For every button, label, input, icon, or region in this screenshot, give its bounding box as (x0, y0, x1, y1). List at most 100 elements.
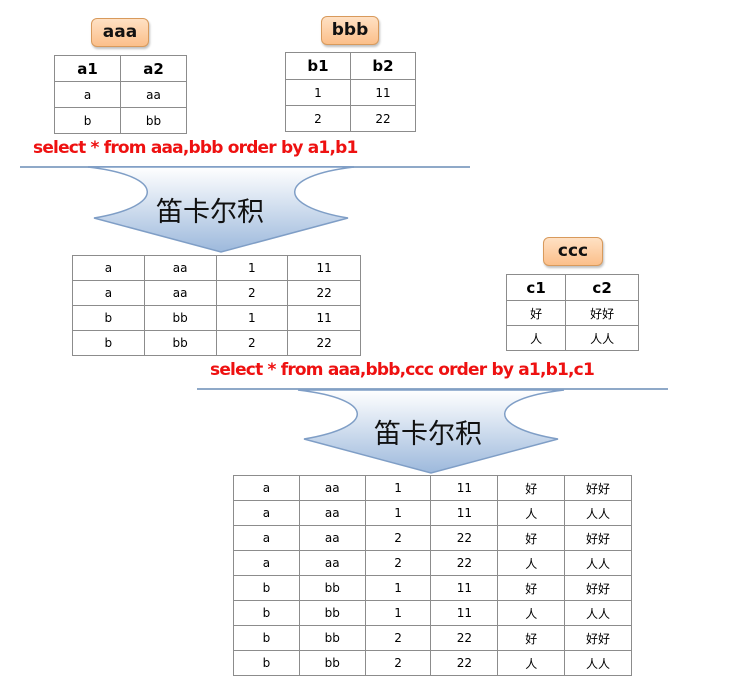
table-cell: 人人 (564, 650, 632, 676)
arrow-shape-second (297, 389, 565, 474)
table-cell: b (233, 625, 300, 651)
table-cell: a (233, 475, 300, 501)
table-cell: 人人 (564, 600, 632, 626)
table-cell: bb (143, 330, 217, 356)
table-cell: aa (120, 81, 187, 108)
table-row: 好 好好 (505, 300, 639, 326)
table-cell: 1 (285, 79, 351, 106)
table-row: 2 22 (285, 105, 416, 132)
cartesian-arrow-second (297, 389, 565, 474)
table-cell: 人人 (564, 550, 632, 576)
table-cell: aa (298, 525, 366, 551)
table-cell: b (72, 305, 145, 331)
table-cell: 22 (350, 105, 416, 132)
table-cell: a (72, 255, 145, 281)
sql-query-first: select * from aaa,bbb order by a1,b1 (33, 138, 358, 158)
table-cell: b (233, 575, 300, 601)
table-cell: 1 (215, 255, 289, 281)
table-cell: 人 (497, 500, 566, 526)
table-cell: 2 (364, 550, 432, 576)
table-cell: a (72, 280, 145, 306)
table-cell: 人 (505, 325, 567, 351)
arrow-label-first: 笛卡尔积 (156, 197, 264, 228)
table-cell: 好好 (564, 475, 632, 501)
table-row: 1 11 (285, 79, 416, 106)
table-cell: 11 (430, 500, 499, 526)
table-cell: bb (120, 107, 187, 134)
table-cell: bb (298, 625, 366, 651)
table-cell: 好好 (564, 575, 632, 601)
table-cell: 22 (430, 650, 499, 676)
table-cell: bb (298, 575, 366, 601)
table-cell: 1 (364, 600, 432, 626)
table-name-bbb: bbb (321, 16, 379, 45)
table-cell: 好 (497, 575, 566, 601)
table-cell: 人人 (564, 500, 632, 526)
table-cell: 22 (287, 280, 361, 306)
table-ccc-col-c1: c1 (505, 274, 567, 301)
table-aaa-header: a1 a2 (54, 55, 187, 82)
table-cell: 2 (364, 625, 432, 651)
table-cell: 11 (430, 475, 499, 501)
table-cell: 好 (505, 300, 567, 326)
table-aaa-col-a2: a2 (120, 55, 187, 82)
table-cell: 22 (430, 525, 499, 551)
table-row: a aa (54, 81, 187, 108)
table-cell: 11 (430, 575, 499, 601)
table-bbb-header: b1 b2 (285, 52, 416, 80)
table-cell: 2 (364, 650, 432, 676)
table-cell: 好 (497, 525, 566, 551)
table-aaa: a1 a2 a aa b bb (54, 55, 187, 134)
table-cell: bb (143, 305, 217, 331)
table-cell: aa (298, 475, 366, 501)
table-cell: 22 (287, 330, 361, 356)
table-cell: 好好 (564, 625, 632, 651)
table-cell: 11 (350, 79, 416, 106)
cartesian-arrow-first (87, 166, 355, 253)
arrow-shape-first (87, 166, 355, 253)
table-cell: 2 (364, 525, 432, 551)
table-cell: bb (298, 600, 366, 626)
table-name-ccc: ccc (543, 237, 603, 266)
table-cell: aa (298, 550, 366, 576)
table-cell: 好好 (565, 300, 639, 326)
table-name-aaa: aaa (91, 18, 149, 47)
table-cell: aa (143, 255, 217, 281)
table-cell: 好好 (564, 525, 632, 551)
table-cell: 人 (497, 650, 566, 676)
table-cell: a (233, 525, 300, 551)
table-row: b bb (54, 107, 187, 134)
table-cell: 22 (430, 625, 499, 651)
divider-line-second (197, 388, 668, 390)
table-cell: aa (143, 280, 217, 306)
table-cell: a (54, 81, 121, 108)
table-cell: b (72, 330, 145, 356)
table-cell: 2 (215, 330, 289, 356)
table-cell: 1 (364, 575, 432, 601)
table-ccc-col-c2: c2 (565, 274, 639, 301)
table-cell: 1 (364, 500, 432, 526)
table-cell: b (233, 650, 300, 676)
table-ccc-header: c1 c2 (505, 274, 639, 301)
table-cell: 人人 (565, 325, 639, 351)
table-bbb-col-b1: b1 (285, 52, 351, 80)
table-cell: aa (298, 500, 366, 526)
table-cell: a (233, 500, 300, 526)
table-cell: b (54, 107, 121, 134)
table-row: 人 人人 (505, 325, 639, 351)
table-cell: 1 (215, 305, 289, 331)
